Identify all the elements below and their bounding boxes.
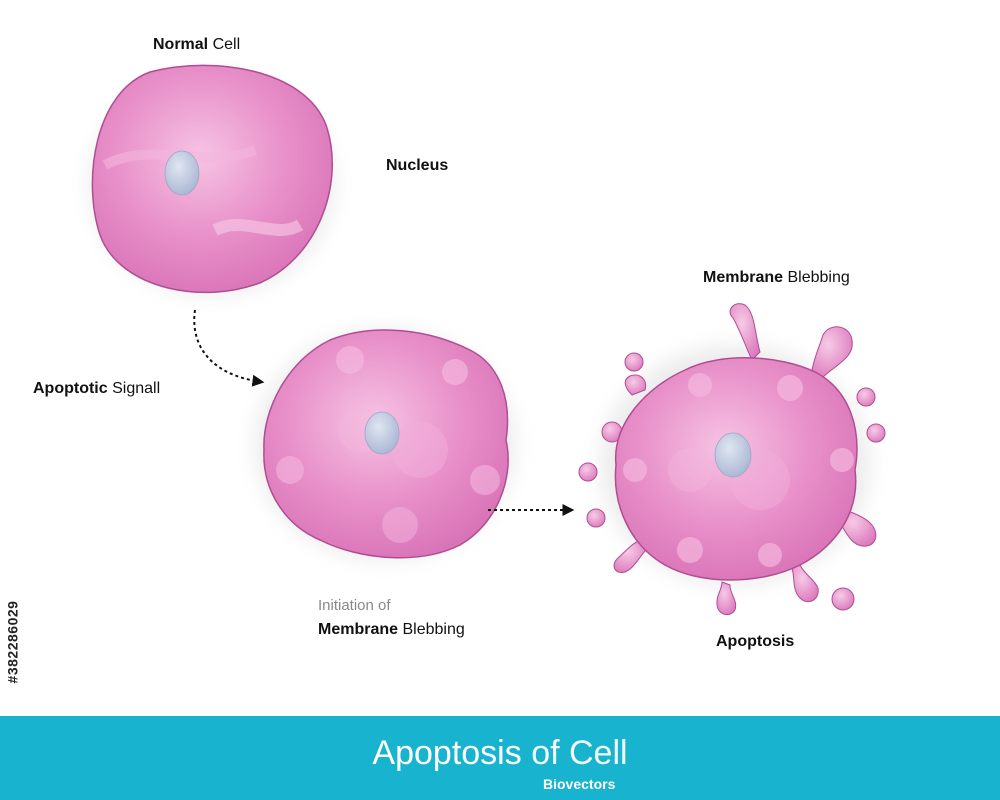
label-membrane-blebbing: Membrane Blebbing — [703, 269, 850, 286]
apoptosis-diagram — [90, 64, 886, 616]
label-apoptotic-signal: Apoptotic Signall — [33, 380, 161, 397]
initiation-cell — [255, 329, 515, 560]
nucleus — [714, 432, 752, 478]
label-normal-cell: Normal Cell — [153, 36, 241, 53]
signal-arrow — [193, 309, 265, 387]
nucleus — [164, 150, 200, 196]
footer-subtitle: Biovectors — [543, 776, 616, 792]
footer-title: Apoptosis of Cell — [372, 734, 628, 772]
label-apoptosis: Apoptosis — [716, 633, 795, 650]
label-nucleus: Nucleus — [386, 157, 449, 174]
footer-banner: Apoptosis of Cell Biovectors — [0, 716, 1000, 800]
stock-id: #382286029 — [4, 600, 20, 684]
normal-cell — [90, 64, 334, 295]
nucleus — [364, 411, 400, 455]
apoptotic-cell — [578, 303, 886, 616]
label-initiation-line1: Initiation of — [318, 597, 391, 614]
label-initiation-line2: Membrane Blebbing — [318, 621, 465, 638]
